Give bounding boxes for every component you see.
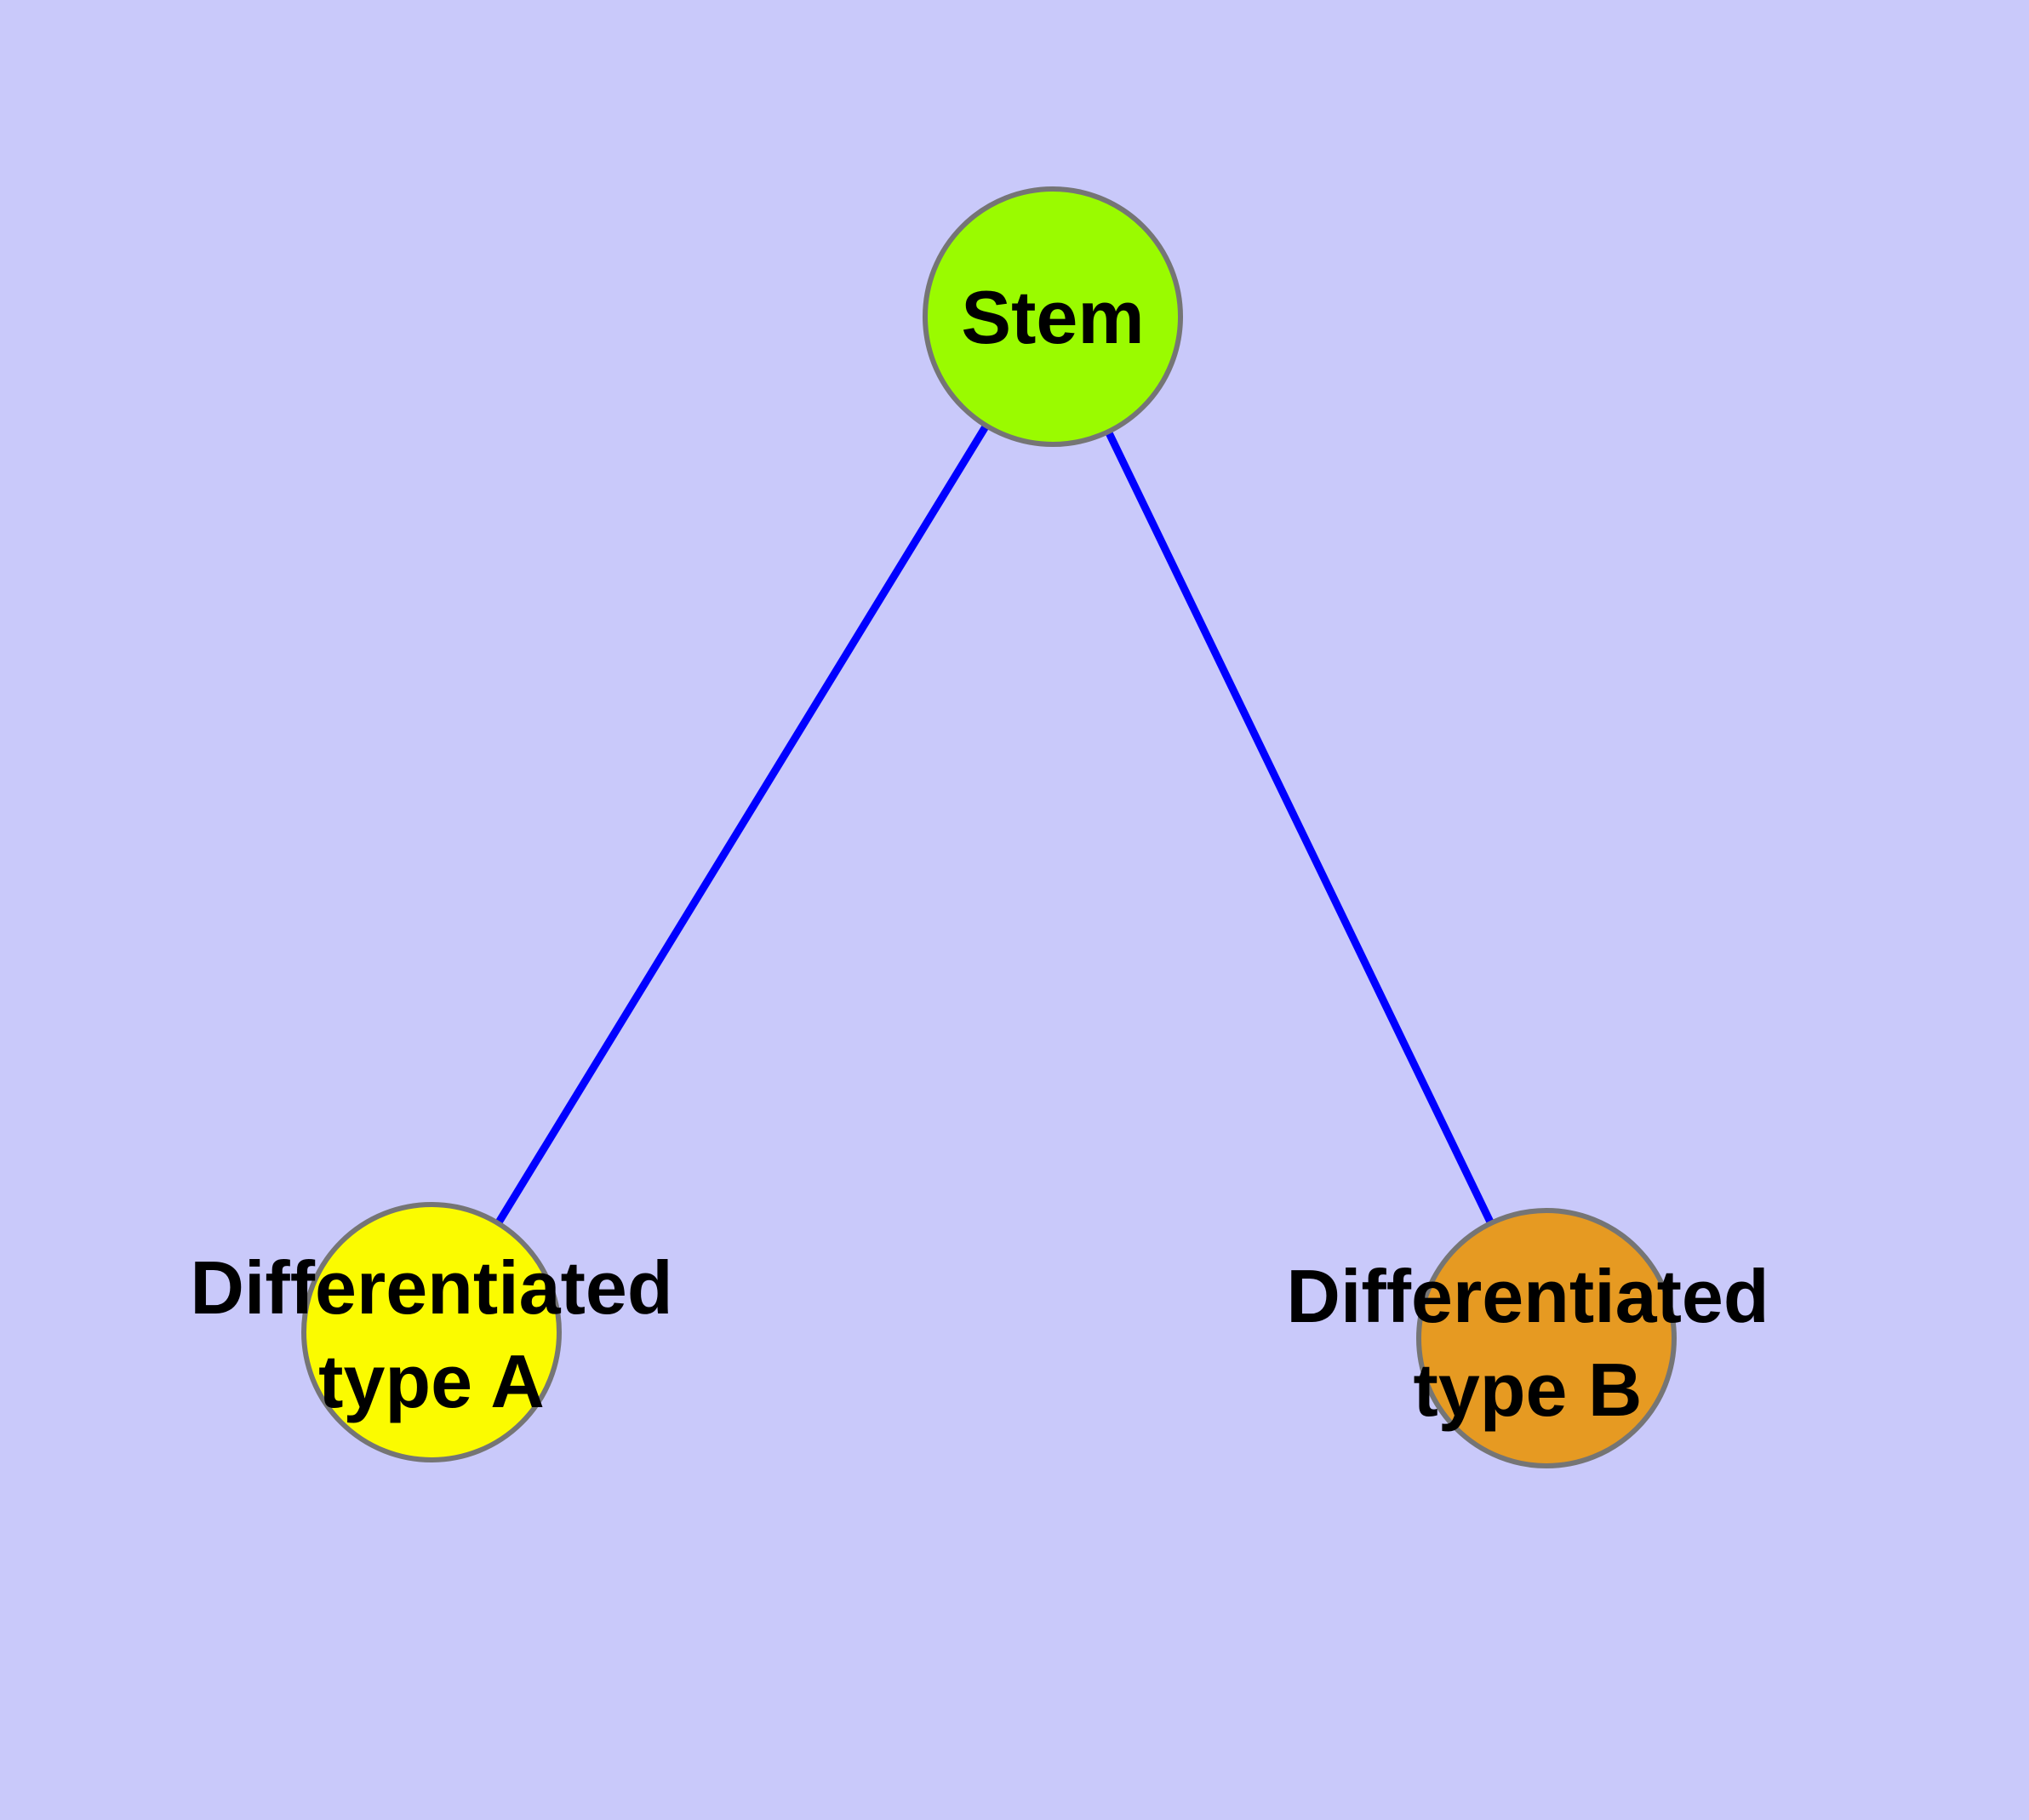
- node-stem-circle: [923, 186, 1183, 447]
- node-differentiated-type-a: Differentiated type A: [190, 1202, 673, 1462]
- node-differentiated-type-a-label-line1: Differentiated: [190, 1245, 672, 1330]
- node-differentiated-type-b-circle: [1416, 1208, 1677, 1468]
- node-differentiated-type-a-label-line2: type A: [318, 1339, 545, 1423]
- node-differentiated-type-b-label-line1: Differentiated: [1286, 1254, 1769, 1338]
- node-differentiated-type-b: Differentiated type B: [1286, 1208, 1769, 1468]
- node-stem: Stem: [923, 186, 1183, 447]
- node-stem-label: Stem: [961, 275, 1144, 359]
- node-differentiated-type-a-circle: [301, 1202, 562, 1462]
- node-differentiated-type-b-label-line2: type B: [1414, 1348, 1643, 1432]
- edge-stem-to-type-b: [1049, 315, 1551, 1340]
- edge-stem-to-type-a: [428, 314, 1056, 1335]
